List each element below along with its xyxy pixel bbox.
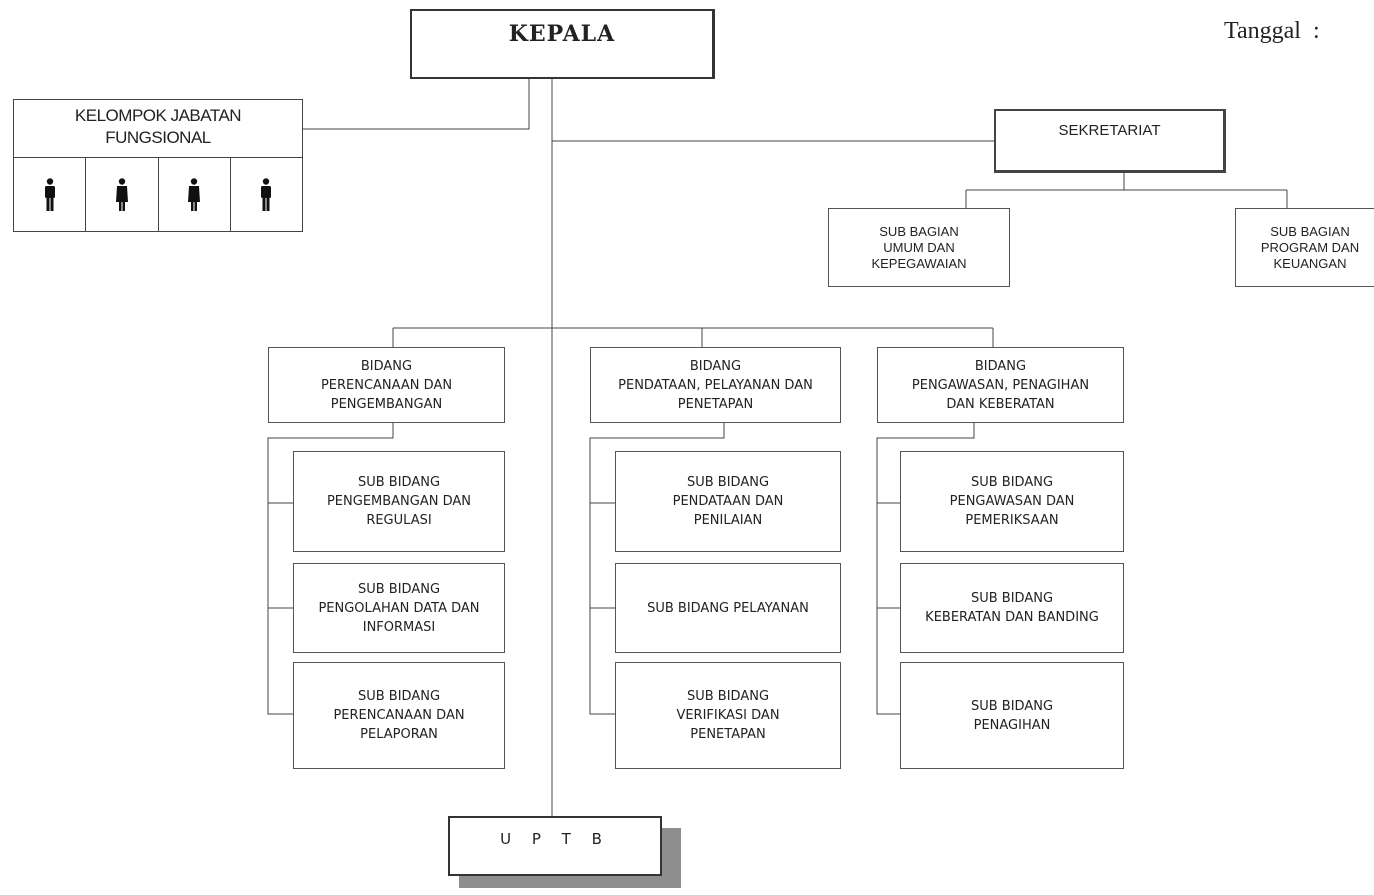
- head-box: KEPALA: [410, 9, 715, 79]
- uptb-label: U P T B: [500, 830, 610, 848]
- functional-group-box: KELOMPOK JABATAN FUNGSIONAL: [13, 99, 303, 232]
- subsection-label: SUB BAGIAN PROGRAM DAN KEUANGAN: [1260, 223, 1360, 271]
- division-title: BIDANG PERENCANAAN DAN PENGEMBANGAN: [320, 358, 453, 412]
- division-title: BIDANG PENGAWASAN, PENAGIHAN DAN KEBERAT…: [911, 358, 1090, 412]
- functional-group-icons: [14, 158, 302, 231]
- secretariat-title: SEKRETARIAT: [1058, 122, 1161, 139]
- subsection-label: SUB BAGIAN UMUM DAN KEPEGAWAIAN: [871, 223, 967, 271]
- subsection-box: SUB BAGIAN UMUM DAN KEPEGAWAIAN: [828, 208, 1010, 287]
- sub-division-label: SUB BIDANG VERIFIKASI DAN PENETAPAN: [676, 689, 780, 742]
- division-box: BIDANG PERENCANAAN DAN PENGEMBANGAN: [268, 347, 505, 423]
- person-icon: [261, 177, 272, 211]
- sub-division-label: SUB BIDANG PENGAWASAN DAN PEMERIKSAAN: [949, 475, 1075, 528]
- person-icon: [115, 177, 128, 211]
- subsection-box: SUB BAGIAN PROGRAM DAN KEUANGAN: [1235, 208, 1374, 287]
- sub-division-box: SUB BIDANG KEBERATAN DAN BANDING: [900, 563, 1124, 653]
- sub-division-box: SUB BIDANG PENAGIHAN: [900, 662, 1124, 769]
- uptb-box: U P T B: [448, 816, 662, 876]
- sub-division-box: SUB BIDANG VERIFIKASI DAN PENETAPAN: [615, 662, 841, 769]
- sub-division-label: SUB BIDANG PENAGIHAN: [970, 698, 1054, 733]
- sub-division-box: SUB BIDANG PENGOLAHAN DATA DAN INFORMASI: [293, 563, 505, 653]
- division-box: BIDANG PENGAWASAN, PENAGIHAN DAN KEBERAT…: [877, 347, 1124, 423]
- sub-division-label: SUB BIDANG PENDATAAN DAN PENILAIAN: [672, 475, 784, 528]
- person-icon: [44, 177, 55, 211]
- sub-division-box: SUB BIDANG PELAYANAN: [615, 563, 841, 653]
- sub-division-box: SUB BIDANG PERENCANAAN DAN PELAPORAN: [293, 662, 505, 769]
- sub-division-label: SUB BIDANG PELAYANAN: [647, 600, 809, 616]
- date-label: Tanggal :: [1224, 18, 1320, 44]
- division-box: BIDANG PENDATAAN, PELAYANAN DAN PENETAPA…: [590, 347, 841, 423]
- sub-division-label: SUB BIDANG PENGEMBANGAN DAN REGULASI: [326, 475, 472, 528]
- sub-division-label: SUB BIDANG PENGOLAHAN DATA DAN INFORMASI: [318, 581, 480, 635]
- person-icon: [188, 177, 201, 211]
- division-title: BIDANG PENDATAAN, PELAYANAN DAN PENETAPA…: [618, 358, 813, 412]
- sub-division-label: SUB BIDANG KEBERATAN DAN BANDING: [925, 591, 1099, 625]
- sub-division-label: SUB BIDANG PERENCANAAN DAN PELAPORAN: [333, 689, 465, 742]
- sub-division-box: SUB BIDANG PENDATAAN DAN PENILAIAN: [615, 451, 841, 552]
- head-title: KEPALA: [508, 21, 616, 47]
- functional-group-title: KELOMPOK JABATAN FUNGSIONAL: [14, 100, 302, 158]
- sub-division-box: SUB BIDANG PENGEMBANGAN DAN REGULASI: [293, 451, 505, 552]
- sub-division-box: SUB BIDANG PENGAWASAN DAN PEMERIKSAAN: [900, 451, 1124, 552]
- secretariat-box: SEKRETARIAT: [994, 109, 1226, 173]
